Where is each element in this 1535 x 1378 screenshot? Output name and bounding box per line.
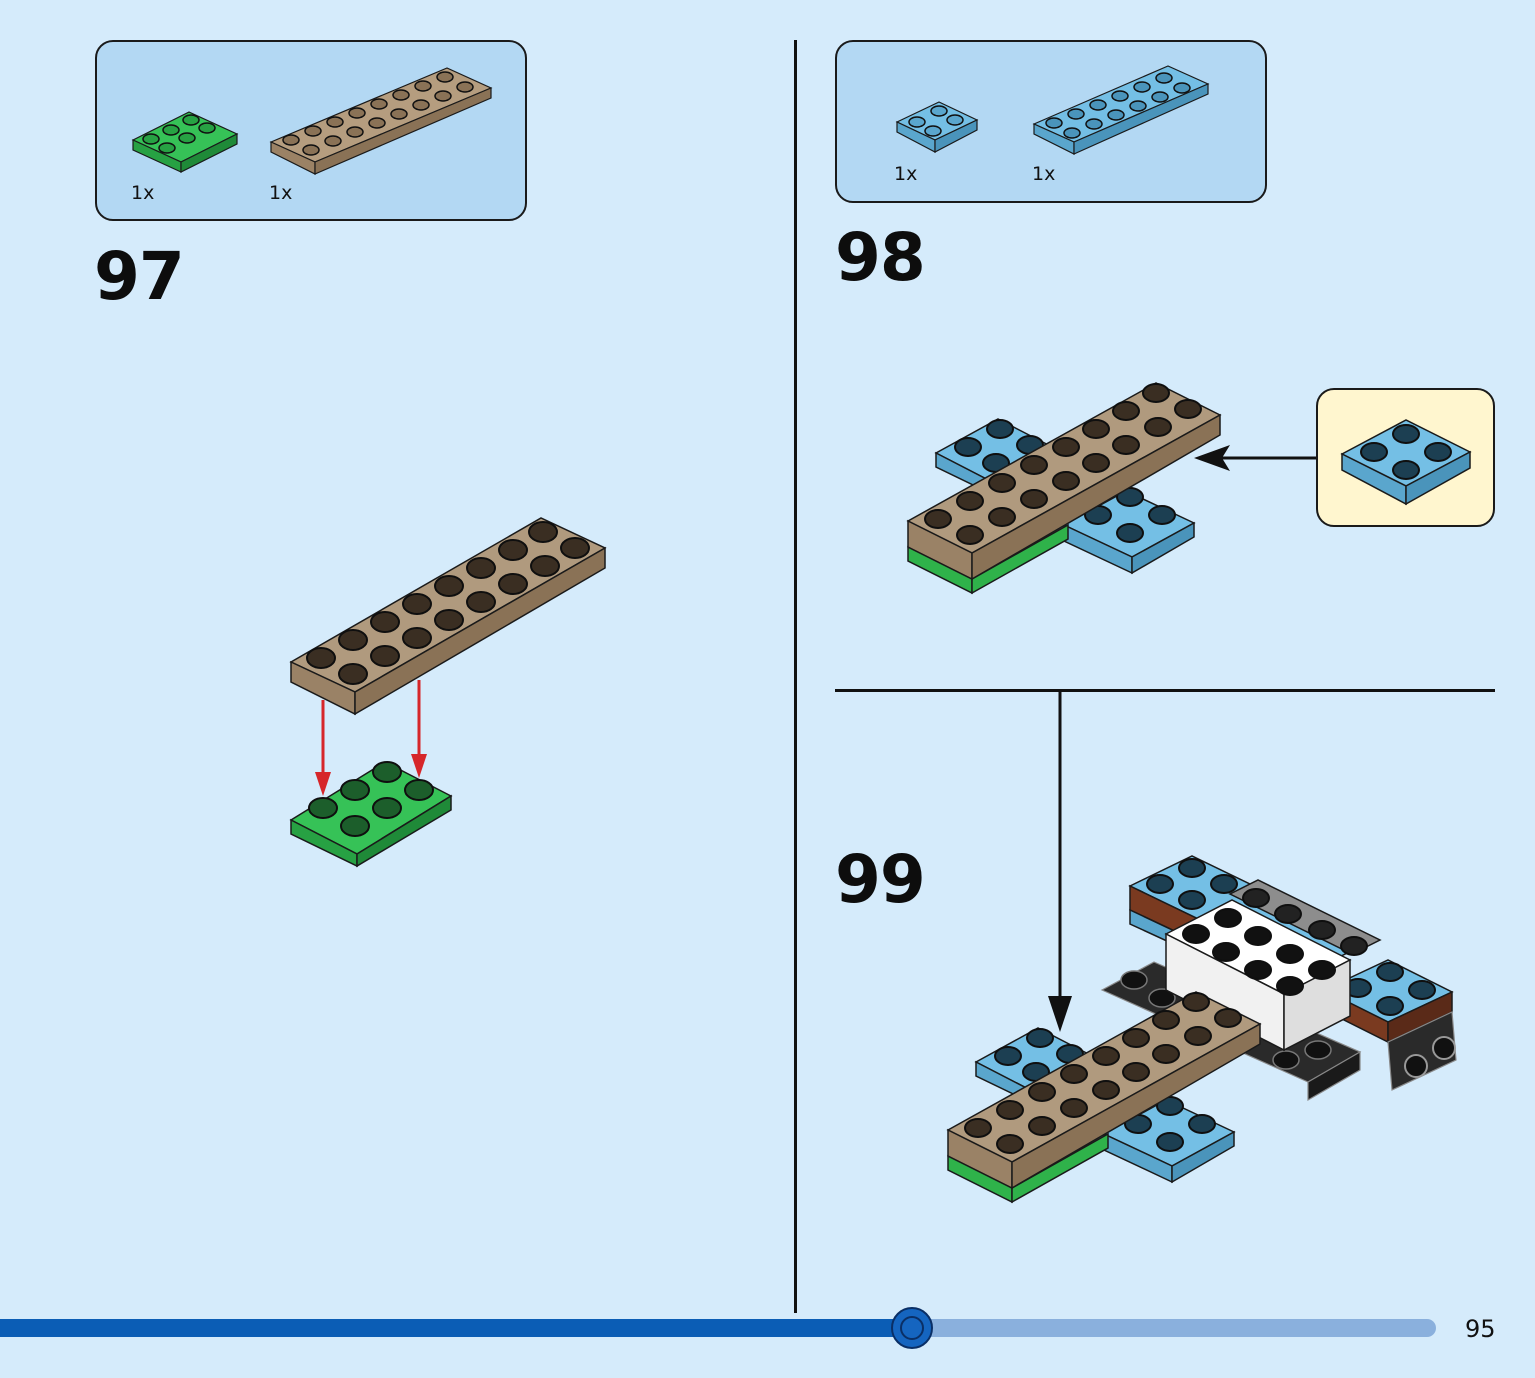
progress-handle-inner-ring — [899, 1316, 924, 1340]
part-qty-green-plate: 1x — [131, 182, 155, 204]
step-divider-horizontal — [835, 689, 1495, 692]
step-97-assembly-illustration — [289, 517, 607, 868]
step-98-callout-box — [1316, 388, 1495, 527]
part-qty-blue-plate-2x6: 1x — [1032, 163, 1056, 185]
step-98-assembly-illustration — [906, 382, 1320, 595]
step-number-98: 98 — [835, 219, 926, 296]
green-plate-2x3-icon — [131, 111, 239, 173]
page-number: 95 — [1465, 1315, 1496, 1343]
progress-handle[interactable] — [890, 1307, 933, 1349]
step-number-99: 99 — [835, 841, 926, 918]
parts-box-step-98 — [835, 40, 1267, 203]
part-qty-blue-plate-2x2: 1x — [894, 163, 918, 185]
step-99-assembly-illustration — [946, 855, 1457, 1204]
part-qty-tan-plate: 1x — [269, 182, 293, 204]
step-99-placement-arrow — [1048, 692, 1072, 1032]
page-divider-vertical — [794, 40, 797, 1313]
blue-plate-2x2-callout-icon — [1340, 419, 1472, 506]
tan-plate-2x8-icon — [269, 67, 493, 175]
progress-fill — [0, 1319, 912, 1337]
step-number-97: 97 — [94, 238, 185, 315]
blue-plate-2x6-icon — [1032, 65, 1210, 155]
blue-plate-2x2-icon — [895, 101, 979, 153]
parts-box-step-97 — [95, 40, 527, 221]
